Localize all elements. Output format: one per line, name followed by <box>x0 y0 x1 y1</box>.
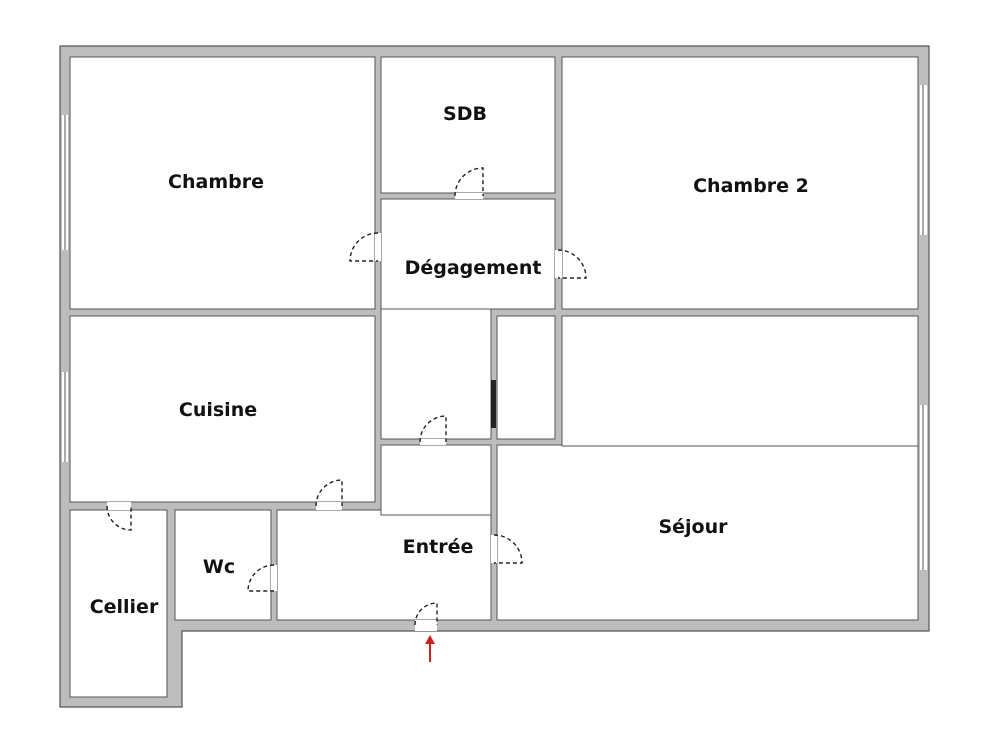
room-label-degagement: Dégagement <box>404 257 542 279</box>
sejour-door-gap <box>491 535 497 563</box>
degagement-door-gap <box>420 439 446 445</box>
room-entree-floor <box>276 509 492 621</box>
chambre-door-swing <box>349 232 379 262</box>
room-label-chambre: Chambre <box>168 171 264 193</box>
window-lines <box>64 85 924 570</box>
sejour-door-swing <box>493 534 523 564</box>
degagement-door-swing <box>419 415 447 443</box>
sdb-door-swing <box>454 167 484 197</box>
room-degagement-floor <box>380 198 556 310</box>
room-label-entree: Entrée <box>402 536 474 558</box>
room-wc-floor <box>174 509 272 621</box>
red-up-arrow-icon <box>425 635 435 662</box>
cellier-door-swing <box>106 505 132 531</box>
cellier-door-gap <box>107 502 131 510</box>
room-closet-floor <box>496 315 556 440</box>
room-label-cellier: Cellier <box>89 596 159 618</box>
room-sejour-floor <box>496 444 919 621</box>
room-floors <box>69 56 919 698</box>
room-cellier-floor <box>69 509 168 698</box>
room-label-wc: Wc <box>202 556 236 578</box>
cuisine-door-swing <box>315 479 343 507</box>
room-chambre2-floor <box>561 56 919 310</box>
room-sdb-floor <box>380 56 556 194</box>
door-swings <box>106 167 587 626</box>
room-cuisine-floor <box>69 315 376 503</box>
entry-door-swing <box>414 602 438 626</box>
closet-mark <box>491 380 496 428</box>
chambre2-door-gap <box>555 250 562 278</box>
sdb-door-gap <box>455 193 483 199</box>
room-chambre-floor <box>69 56 376 310</box>
entry-door-gap <box>415 620 437 631</box>
room-degagement-lower-floor <box>380 308 492 440</box>
room-label-cuisine: Cuisine <box>178 399 258 421</box>
cuisine-door-gap <box>316 502 342 510</box>
chambre-door-gap <box>375 233 381 261</box>
wc-door-swing <box>247 564 275 592</box>
room-label-sdb: SDB <box>443 103 487 125</box>
room-label-sejour: Séjour <box>658 516 728 538</box>
room-entree-upper-floor <box>380 444 492 516</box>
wc-door-gap <box>271 565 277 591</box>
room-label-chambre2: Chambre 2 <box>693 175 809 197</box>
chambre2-door-swing <box>557 249 587 279</box>
room-sejour-upper-floor <box>561 315 919 447</box>
